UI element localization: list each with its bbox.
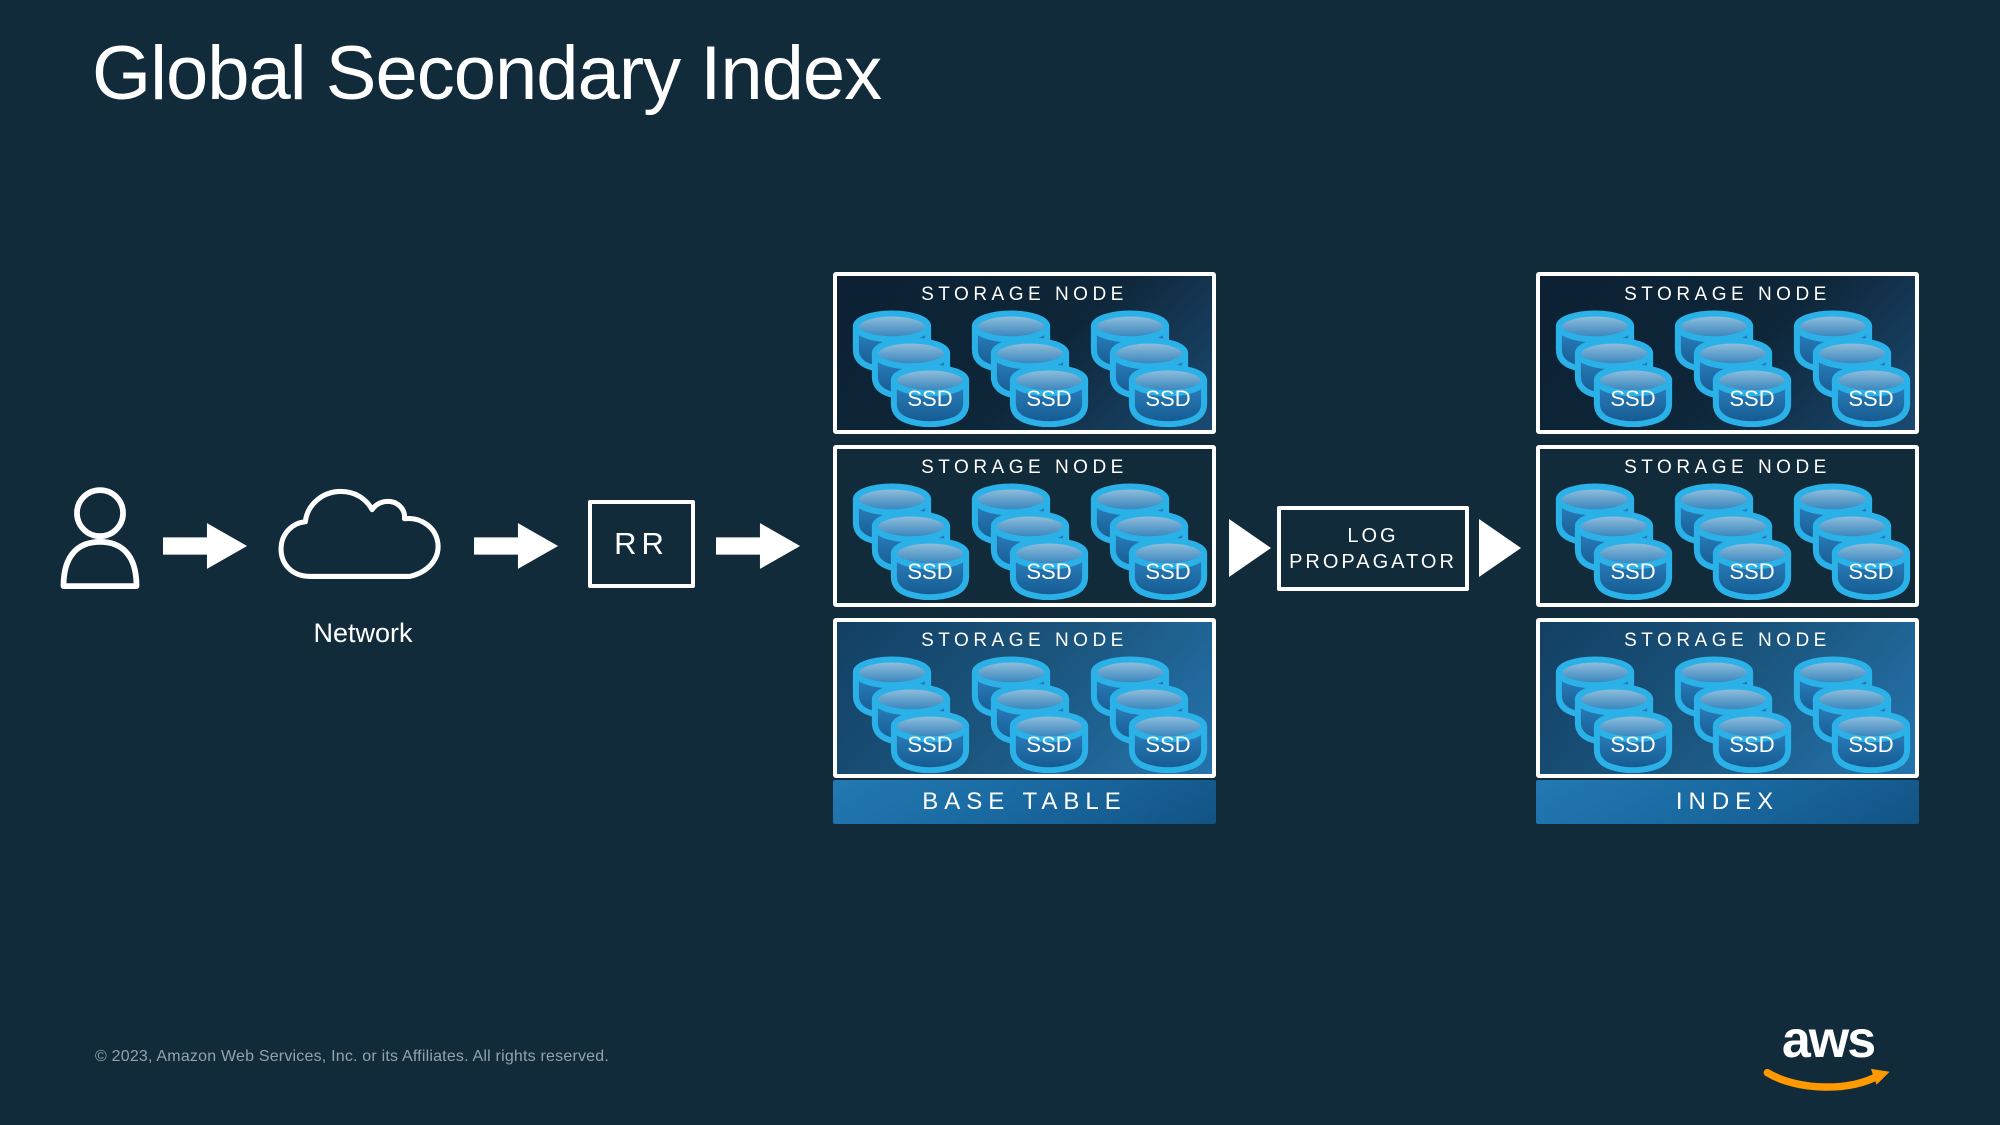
ssd-stack: SSD xyxy=(968,655,1092,775)
storage-node-title: STORAGE NODE xyxy=(921,630,1128,651)
ssd-label: SSD xyxy=(1026,732,1072,757)
ssd-disk-icon xyxy=(1593,364,1673,427)
triangle-arrow-icon xyxy=(1479,519,1521,577)
ssd-disk-icon xyxy=(1712,364,1792,427)
aws-logo-text: aws xyxy=(1781,1011,1876,1069)
arrow-right-icon xyxy=(716,523,801,569)
ssd-disk-icon xyxy=(1009,710,1089,773)
network-cloud-icon xyxy=(278,488,441,579)
ssd-stack: SSD xyxy=(1552,655,1676,775)
ssd-disk-icon xyxy=(1128,537,1208,600)
ssd-label: SSD xyxy=(907,732,953,757)
group-caption: INDEX xyxy=(1675,788,1780,815)
ssd-disk-icon xyxy=(1128,364,1208,427)
ssd-stack: SSD xyxy=(849,482,973,602)
ssd-label: SSD xyxy=(1848,559,1894,584)
ssd-stack: SSD xyxy=(1790,482,1914,602)
ssd-disk-icon xyxy=(1831,710,1911,773)
ssd-label: SSD xyxy=(1848,732,1894,757)
ssd-label: SSD xyxy=(1145,559,1191,584)
group-caption-band: BASE TABLE xyxy=(833,780,1216,824)
ssd-label: SSD xyxy=(907,386,953,411)
storage-node-title: STORAGE NODE xyxy=(1624,630,1831,651)
storage-node-title: STORAGE NODE xyxy=(1624,284,1831,305)
ssd-label: SSD xyxy=(1848,386,1894,411)
ssd-label: SSD xyxy=(1145,386,1191,411)
storage-node-box: STORAGE NODE SSD SSD SSD xyxy=(1536,445,1919,607)
ssd-label: SSD xyxy=(907,559,953,584)
group-caption: BASE TABLE xyxy=(922,788,1127,815)
log-propagator-line1: LOG xyxy=(1347,524,1399,547)
ssd-label: SSD xyxy=(1610,386,1656,411)
ssd-disk-icon xyxy=(890,710,970,773)
user-icon xyxy=(60,487,140,589)
ssd-stack: SSD xyxy=(1087,482,1211,602)
ssd-disk-icon xyxy=(1831,537,1911,600)
ssd-stack: SSD xyxy=(1790,655,1914,775)
storage-node-title: STORAGE NODE xyxy=(921,284,1128,305)
storage-node-title: STORAGE NODE xyxy=(921,457,1128,478)
group-caption-band: INDEX xyxy=(1536,780,1919,824)
ssd-label: SSD xyxy=(1729,559,1775,584)
ssd-label: SSD xyxy=(1729,732,1775,757)
triangle-arrow-icon xyxy=(1229,519,1271,577)
log-propagator-box: LOG PROPAGATOR xyxy=(1277,506,1469,591)
ssd-stack: SSD xyxy=(968,309,1092,429)
arrow-right-icon xyxy=(163,523,248,569)
storage-node-box: STORAGE NODE SSD SSD SSD xyxy=(833,272,1216,434)
ssd-stack: SSD xyxy=(1087,309,1211,429)
ssd-label: SSD xyxy=(1610,559,1656,584)
arrow-right-icon xyxy=(474,523,559,569)
ssd-disk-icon xyxy=(1593,710,1673,773)
ssd-stack: SSD xyxy=(1671,309,1795,429)
ssd-disk-icon xyxy=(1831,364,1911,427)
copyright-text: © 2023, Amazon Web Services, Inc. or its… xyxy=(95,1048,610,1065)
ssd-label: SSD xyxy=(1729,386,1775,411)
ssd-stack: SSD xyxy=(1552,482,1676,602)
storage-node-box: STORAGE NODE SSD SSD SSD xyxy=(833,618,1216,778)
request-router-label: RR xyxy=(614,526,669,561)
ssd-disk-icon xyxy=(1593,537,1673,600)
aws-logo: aws xyxy=(1758,1014,1898,1096)
ssd-stack: SSD xyxy=(1671,655,1795,775)
log-propagator-line2: PROPAGATOR xyxy=(1289,550,1457,573)
ssd-label: SSD xyxy=(1026,559,1072,584)
ssd-disk-icon xyxy=(1009,537,1089,600)
storage-node-box: STORAGE NODE SSD SSD SSD xyxy=(833,445,1216,607)
ssd-disk-icon xyxy=(1712,537,1792,600)
ssd-disk-icon xyxy=(890,364,970,427)
ssd-stack: SSD xyxy=(849,655,973,775)
ssd-disk-icon xyxy=(1128,710,1208,773)
ssd-disk-icon xyxy=(1009,364,1089,427)
ssd-disk-icon xyxy=(1712,710,1792,773)
ssd-stack: SSD xyxy=(1087,655,1211,775)
ssd-stack: SSD xyxy=(1552,309,1676,429)
storage-node-box: STORAGE NODE SSD SSD SSD xyxy=(1536,272,1919,434)
page-title: Global Secondary Index xyxy=(92,31,882,116)
network-label: Network xyxy=(313,618,413,648)
ssd-label: SSD xyxy=(1026,386,1072,411)
storage-node-box: STORAGE NODE SSD SSD SSD xyxy=(1536,618,1919,778)
ssd-disk-icon xyxy=(890,537,970,600)
ssd-label: SSD xyxy=(1145,732,1191,757)
request-router-box: RR xyxy=(588,500,695,588)
ssd-stack: SSD xyxy=(1671,482,1795,602)
ssd-stack: SSD xyxy=(968,482,1092,602)
ssd-stack: SSD xyxy=(849,309,973,429)
aws-smile-icon xyxy=(1763,1068,1890,1091)
storage-node-title: STORAGE NODE xyxy=(1624,457,1831,478)
ssd-label: SSD xyxy=(1610,732,1656,757)
ssd-stack: SSD xyxy=(1790,309,1914,429)
